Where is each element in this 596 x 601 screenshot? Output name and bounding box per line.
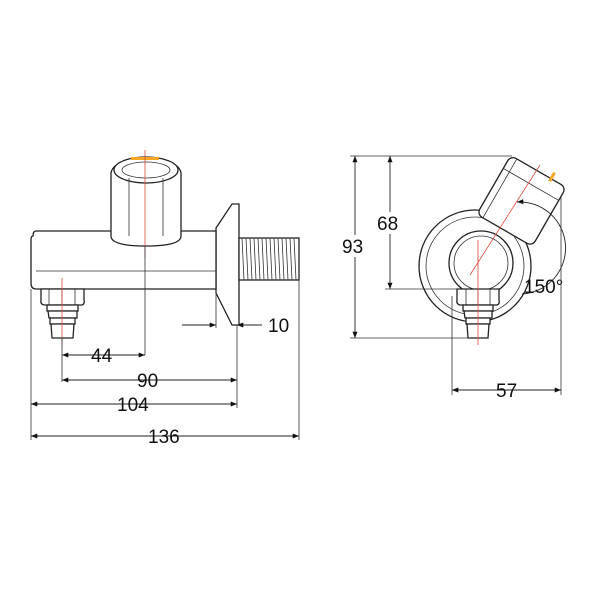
dimension-136: 136 <box>31 427 299 448</box>
dim-label-136: 136 <box>148 427 180 448</box>
thread-line <box>273 237 277 281</box>
dim-label-93: 93 <box>342 237 363 258</box>
thread-line <box>253 237 257 281</box>
threaded-connector <box>238 237 300 281</box>
centerline <box>469 164 541 276</box>
front-view: 150° 93 68 57 <box>339 155 566 402</box>
thread-line <box>289 237 293 281</box>
thread-line <box>269 237 273 281</box>
thread-line <box>281 237 285 281</box>
thread-line <box>249 237 253 281</box>
dim-label-104: 104 <box>117 395 149 416</box>
dimension-104: 104 <box>31 395 238 416</box>
valve-body <box>30 230 217 290</box>
dimension-44: 44 <box>62 346 146 367</box>
thread-line <box>277 237 281 281</box>
thread-line <box>261 237 265 281</box>
extension-lines <box>30 246 300 440</box>
dim-label-10: 10 <box>268 316 289 337</box>
angle-arc <box>516 199 566 295</box>
thread-line <box>257 237 261 281</box>
dim-label-90: 90 <box>137 371 158 392</box>
dim-label-68: 68 <box>377 214 398 235</box>
dimension-93: 93 <box>339 155 369 338</box>
extension-lines <box>350 155 562 395</box>
dimension-68: 68 <box>375 155 405 289</box>
thread-line <box>293 237 297 281</box>
dim-label-angle: 150° <box>524 277 563 298</box>
dim-label-57: 57 <box>496 381 517 402</box>
dim-label-44: 44 <box>91 346 113 367</box>
handle-indicator-mark <box>548 171 556 183</box>
dimension-57: 57 <box>452 381 561 402</box>
thread-line <box>241 237 245 281</box>
side-view: 10 44 90 104 136 <box>30 150 300 448</box>
wall-flange <box>215 203 240 326</box>
thread-line <box>245 237 249 281</box>
dimension-10: 10 <box>182 316 289 337</box>
dimension-90: 90 <box>62 371 238 392</box>
hose-outlet <box>40 288 85 339</box>
body-circle <box>448 230 514 296</box>
thread-line <box>265 237 269 281</box>
thread-line <box>285 237 289 281</box>
handle <box>110 156 182 247</box>
